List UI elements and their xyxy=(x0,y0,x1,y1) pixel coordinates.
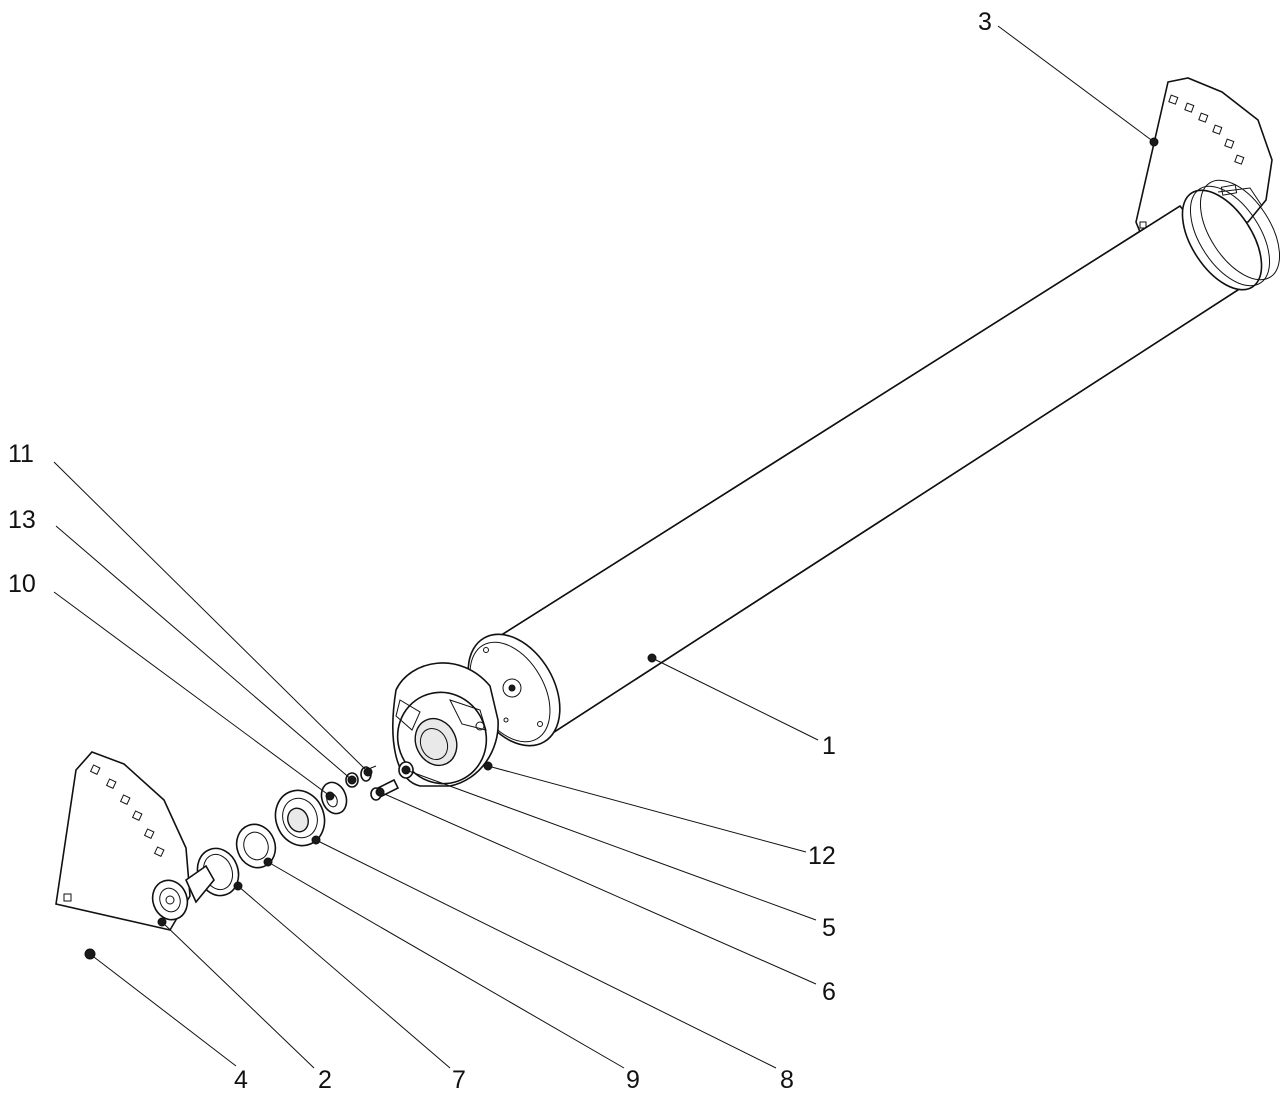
callout-6: 6 xyxy=(822,978,836,1006)
callout-10: 10 xyxy=(8,570,36,598)
callout-5: 5 xyxy=(822,914,836,942)
ring xyxy=(235,823,277,869)
callout-1: 1 xyxy=(822,732,836,760)
callout-11: 11 xyxy=(8,440,34,468)
main-tube xyxy=(467,179,1281,747)
callout-2: 2 xyxy=(318,1066,332,1094)
leader-lines xyxy=(53,25,1159,1069)
callout-9: 9 xyxy=(626,1066,640,1094)
bearing xyxy=(274,789,326,847)
callout-3: 3 xyxy=(978,8,992,36)
callout-12: 12 xyxy=(808,842,836,870)
end-housing xyxy=(392,662,499,787)
callout-4: 4 xyxy=(234,1066,248,1094)
callout-7: 7 xyxy=(452,1066,466,1094)
callout-labels: 1 2 3 4 5 6 7 8 9 10 11 12 13 xyxy=(8,8,992,1094)
callout-8: 8 xyxy=(780,1066,794,1094)
right-mounting-plate xyxy=(1135,77,1273,233)
left-mounting-plate xyxy=(55,751,215,931)
callout-13: 13 xyxy=(8,506,36,534)
